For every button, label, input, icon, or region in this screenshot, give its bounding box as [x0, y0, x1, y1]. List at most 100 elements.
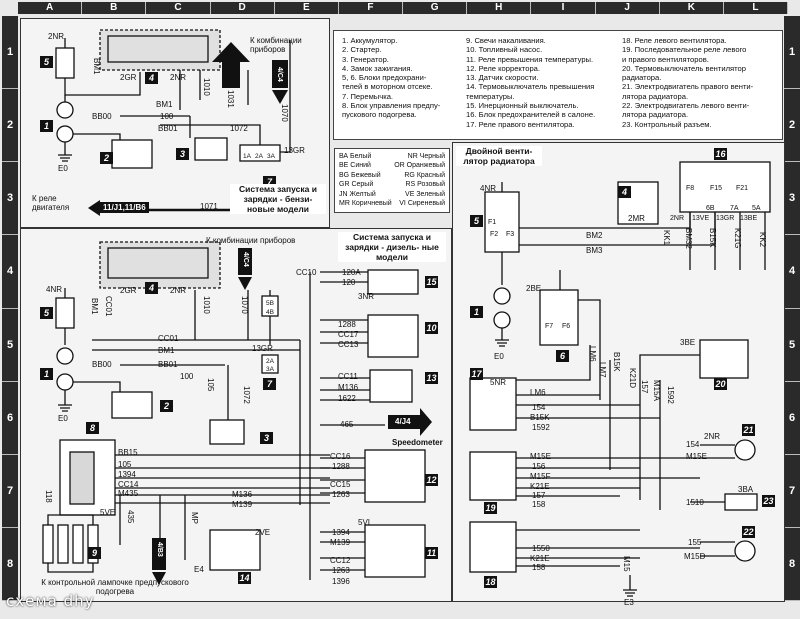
- legend-item: 3. Генератор.: [342, 54, 389, 64]
- component-6-badge: 6: [556, 350, 569, 362]
- wire-label: M15E: [686, 452, 707, 461]
- wire-label: M136: [338, 383, 359, 392]
- row-label: 7: [2, 454, 18, 528]
- wire-label: 2NR: [48, 32, 65, 41]
- wire-label: M139: [330, 538, 351, 547]
- ref-4c4-top: 4/C4: [273, 66, 286, 83]
- component-5-badge-fan: 5: [470, 215, 483, 227]
- component-18-badge: 18: [484, 576, 497, 588]
- color-code: GR Серый: [339, 181, 374, 189]
- component-5-badge: 5: [40, 56, 53, 68]
- wire-label: 157: [532, 491, 546, 500]
- wire-label: 1263: [332, 566, 350, 575]
- component-15-badge: 15: [425, 276, 438, 288]
- legend-item: 16. Блок предохранителей в салоне.: [466, 110, 596, 120]
- note-speedometer: Speedometer: [392, 438, 443, 447]
- legend-item: 1. Аккумулятор.: [342, 36, 398, 45]
- col-label: J: [595, 2, 660, 14]
- wire-label: M139: [232, 500, 253, 509]
- title-diesel: Система запуска и зарядки - дизель- ные …: [338, 232, 446, 262]
- legend-item: 22. Электродвигатель левого венти-: [622, 101, 750, 111]
- wire-label: BM32: [684, 228, 693, 249]
- wire-label: B15K: [530, 413, 550, 422]
- component-1-badge-fan: 1: [470, 306, 483, 318]
- legend-item: 17. Реле правого вентилятора.: [466, 119, 575, 129]
- ref-4b3: 4/B3: [153, 541, 166, 558]
- row-label: 7: [784, 454, 800, 528]
- component-21-badge: 21: [742, 424, 755, 436]
- row-label: 8: [2, 527, 18, 601]
- wire-label: MP: [190, 512, 199, 524]
- component-8-badge: 8: [86, 422, 99, 434]
- wire-label: 156: [532, 462, 546, 471]
- wire-label: 2VE: [255, 528, 271, 537]
- row-label: 2: [784, 89, 800, 163]
- row-label: 1: [2, 16, 18, 90]
- col-label: I: [531, 2, 596, 14]
- wire-label: 2A: [266, 358, 274, 365]
- row-label: 4: [784, 235, 800, 309]
- wire-label: F3: [506, 231, 515, 238]
- wire-label: M136: [232, 490, 253, 499]
- legend-item: 9. Свечи накаливания.: [466, 36, 546, 45]
- wire-label: M15A: [652, 380, 661, 401]
- wire-label: K21G: [733, 228, 742, 249]
- wire-label: BM1: [156, 100, 173, 109]
- note-to-cluster-mid: К комбинации приборов: [206, 236, 296, 245]
- row-label: 5: [2, 308, 18, 382]
- row-label: 3: [784, 162, 800, 236]
- wire-label: 3BA: [738, 485, 754, 494]
- legend-item: радиатора.: [622, 73, 662, 83]
- legend-item: 15. Инерционный выключатель.: [466, 101, 579, 111]
- wire-label: LM7: [598, 362, 607, 378]
- wire-label: 13GR: [252, 344, 273, 353]
- wire-label: BB15: [118, 448, 138, 457]
- wire-label: 120A: [342, 268, 361, 277]
- wire-label: 1263: [332, 490, 350, 499]
- wire-label: 5VI: [358, 518, 371, 527]
- wire-label: B15K: [612, 352, 621, 372]
- wire-label: BB00: [92, 112, 112, 121]
- wire-label: LM6: [588, 346, 597, 362]
- wire-label: 158: [532, 563, 546, 572]
- wire-label: 1394: [332, 528, 350, 537]
- col-label: H: [467, 2, 532, 14]
- wire-label: M15: [622, 556, 631, 572]
- component-1-badge: 1: [40, 120, 53, 132]
- wire-label: 2NR: [170, 73, 187, 82]
- wire-label: 2A: [255, 153, 263, 160]
- component-19-badge: 19: [484, 502, 497, 514]
- row-label: 5: [784, 308, 800, 382]
- wire-label: 1592: [666, 386, 675, 404]
- wire-label: CC01: [158, 334, 179, 343]
- row-ruler-left: 1 2 3 4 5 6 7 8: [2, 16, 18, 601]
- component-3-badge: 3: [176, 148, 189, 160]
- color-code: ВА Белый: [339, 153, 372, 160]
- row-label: 6: [2, 381, 18, 455]
- component-20-badge: 20: [714, 378, 727, 390]
- wire-label: 1072: [230, 124, 248, 133]
- wire-label: 13GR: [716, 215, 735, 222]
- color-code: MR Коричневый: [339, 200, 392, 208]
- color-code: RS Розовый: [405, 181, 445, 189]
- legend-item: 14. Термовыключатель превышения: [466, 82, 595, 92]
- wire-label: KK1: [662, 230, 671, 246]
- col-label: D: [210, 2, 275, 14]
- wire-label: E4: [194, 565, 204, 574]
- column-ruler-top: A B C D E F G H I J K L: [18, 2, 789, 14]
- ref-4c4-mid: 4/C4: [239, 251, 252, 268]
- component-7-badge-diesel: 7: [263, 378, 276, 390]
- wire-label: 5B: [266, 300, 274, 307]
- legend-item: 7. Перемычка.: [342, 91, 394, 101]
- component-22-badge: 22: [742, 526, 755, 538]
- wire-label: 1510: [686, 498, 704, 507]
- row-label: 4: [2, 235, 18, 309]
- col-label: E: [274, 2, 339, 14]
- wire-label: 1622: [338, 394, 356, 403]
- wire-label: 2GR: [120, 73, 137, 82]
- note-to-cluster-top: К комбинации приборов: [250, 36, 302, 54]
- wire-label: 1288: [338, 320, 356, 329]
- legend-col-3: 18. Реле левого вентилятора. 19. Последо…: [622, 36, 753, 129]
- wire-label: 118: [44, 490, 53, 503]
- wire-label: K21D: [628, 368, 637, 389]
